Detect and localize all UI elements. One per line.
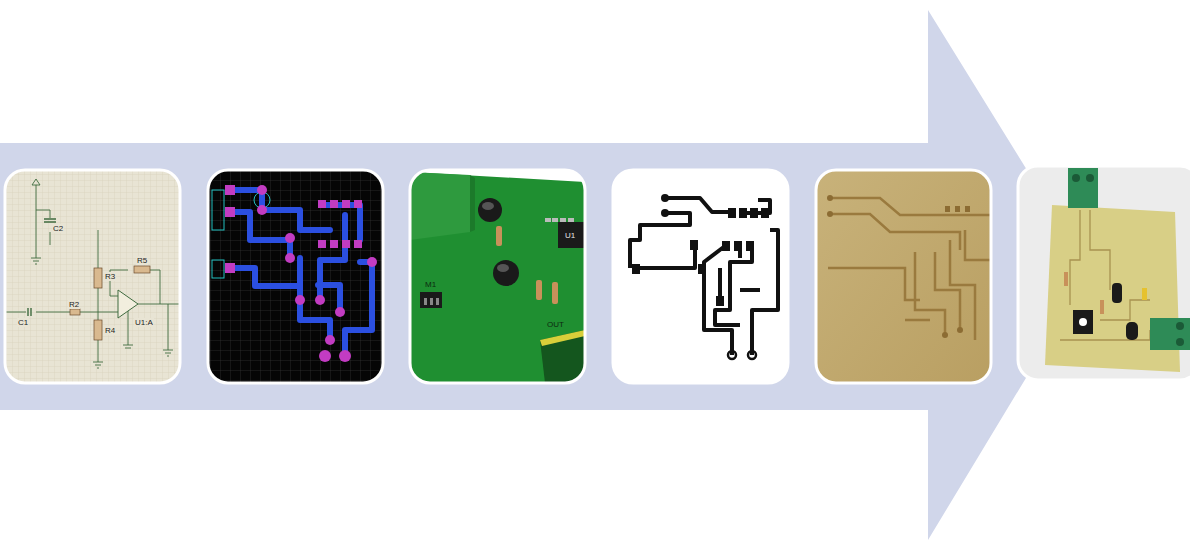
assembled-board-image xyxy=(1018,166,1190,380)
part-label: C1 xyxy=(17,318,29,327)
part-label: R2 xyxy=(68,300,80,309)
part-label: U1:A xyxy=(134,318,154,327)
board-3d-image xyxy=(410,170,585,383)
pcb-layout-image xyxy=(208,170,383,383)
etched-board-image xyxy=(816,170,991,383)
process-arrow xyxy=(0,10,1090,540)
part-label: M1 xyxy=(424,280,437,289)
part-label: R5 xyxy=(136,256,148,265)
part-label: U1 xyxy=(564,231,576,240)
part-label: R3 xyxy=(104,272,116,281)
part-label: R4 xyxy=(104,326,116,335)
part-label: C2 xyxy=(52,224,64,233)
pcb-artwork-image xyxy=(613,170,788,383)
part-label: OUT xyxy=(546,320,565,329)
schematic-image xyxy=(5,170,180,383)
